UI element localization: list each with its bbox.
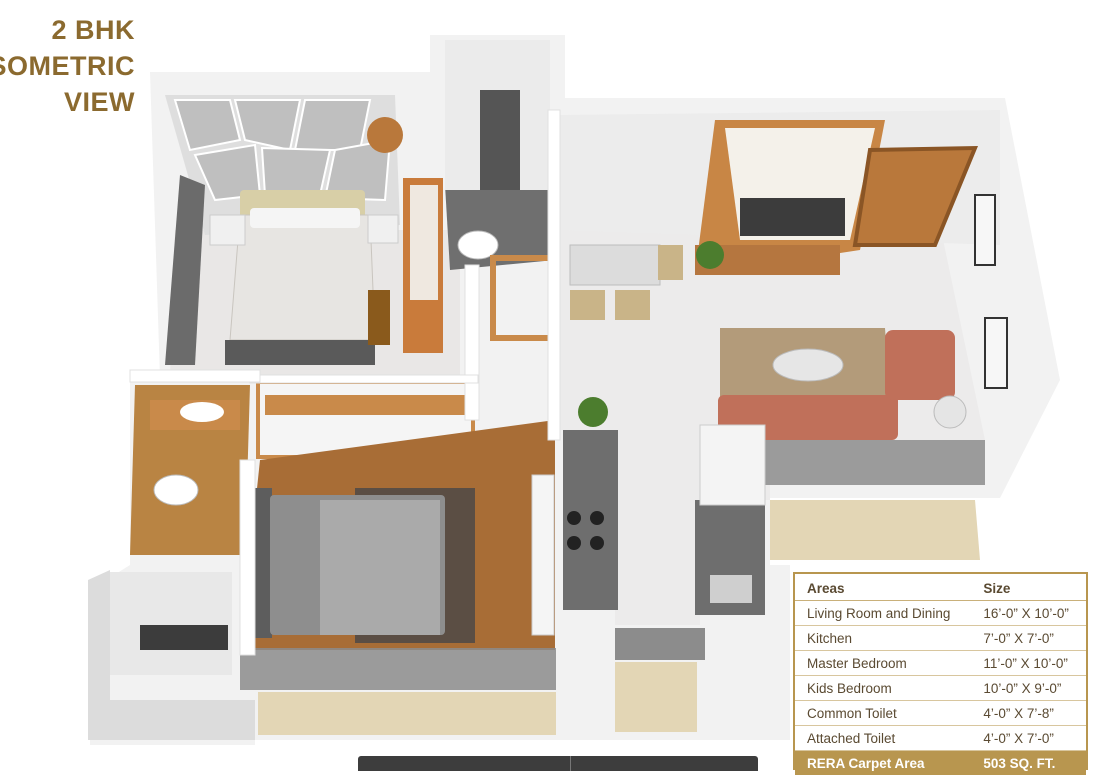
bottom-left-shaft <box>110 572 232 675</box>
rug-master <box>368 290 390 345</box>
wardrobe-interior <box>410 185 438 300</box>
kitchen-sink <box>710 575 752 603</box>
row-size: 4’-0” X 7’-0” <box>971 726 1086 751</box>
hob-burner-2 <box>590 511 604 525</box>
coffee-table <box>773 349 843 381</box>
row-area: Master Bedroom <box>795 651 971 676</box>
total-label: RERA Carpet Area <box>795 751 971 775</box>
living-balcony-railing <box>765 440 985 485</box>
shaft-opening <box>140 625 228 650</box>
utility-floor <box>615 662 697 732</box>
toilet-attached <box>458 231 498 259</box>
header-areas: Areas <box>795 574 971 601</box>
table-row: Living Room and Dining 16’-0” X 10’-0” <box>795 601 1086 626</box>
table-header-row: Areas Size <box>795 574 1086 601</box>
table-row: Kids Bedroom 10’-0” X 9’-0” <box>795 676 1086 701</box>
wall-art-circle <box>367 117 403 153</box>
table-row: Kitchen 7’-0” X 7’-0” <box>795 626 1086 651</box>
toilet-common <box>154 475 198 505</box>
side-table-living <box>934 396 966 428</box>
hob-burner-3 <box>567 536 581 550</box>
row-area: Living Room and Dining <box>795 601 971 626</box>
row-size: 11’-0” X 10’-0” <box>971 651 1086 676</box>
dining-table <box>570 245 660 285</box>
row-area: Common Toilet <box>795 701 971 726</box>
total-row: RERA Carpet Area 503 SQ. FT. <box>795 751 1086 775</box>
kids-balcony-railing <box>240 648 556 690</box>
shower-panel <box>480 90 520 190</box>
wall-frame-2 <box>985 318 1007 388</box>
master-bed <box>230 215 375 340</box>
area-size-table: Areas Size Living Room and Dining 16’-0”… <box>795 574 1086 775</box>
kids-bed-blanket <box>320 500 440 635</box>
wall-frame-1 <box>975 195 995 265</box>
master-bed-footboard <box>225 340 375 365</box>
table-row: Master Bedroom 11’-0” X 10’-0” <box>795 651 1086 676</box>
plant-living <box>696 241 724 269</box>
dining-chair-2 <box>615 290 650 320</box>
plant-kitchen <box>578 397 608 427</box>
row-size: 10’-0” X 9’-0” <box>971 676 1086 701</box>
row-size: 16’-0” X 10’-0” <box>971 601 1086 626</box>
row-area: Kitchen <box>795 626 971 651</box>
dining-chair-1 <box>570 290 605 320</box>
total-value: 503 SQ. FT. <box>971 751 1086 775</box>
row-size: 7’-0” X 7’-0” <box>971 626 1086 651</box>
kids-balcony-floor <box>258 692 556 735</box>
row-area: Kids Bedroom <box>795 676 971 701</box>
kids-desk <box>532 475 554 635</box>
living-balcony-floor <box>770 500 980 560</box>
wash-basin <box>180 402 224 422</box>
utility-railing <box>615 628 705 660</box>
hob-burner-1 <box>567 511 581 525</box>
side-table-right <box>368 215 398 243</box>
dining-chair-3 <box>658 245 683 280</box>
toolbar-divider <box>570 756 571 771</box>
kids-wardrobe-open <box>265 395 470 415</box>
table-row: Attached Toilet 4’-0” X 7’-0” <box>795 726 1086 751</box>
bottom-toolbar[interactable] <box>358 756 758 771</box>
area-table: Areas Size Living Room and Dining 16’-0”… <box>793 572 1088 770</box>
master-bed-pillows <box>250 208 360 228</box>
row-area: Attached Toilet <box>795 726 971 751</box>
side-table-left <box>210 215 245 245</box>
row-size: 4’-0” X 7’-8” <box>971 701 1086 726</box>
header-size: Size <box>971 574 1086 601</box>
kitchen-tall-unit <box>700 425 765 505</box>
table-row: Common Toilet 4’-0” X 7’-8” <box>795 701 1086 726</box>
tv-screen <box>740 198 845 236</box>
hob-burner-4 <box>590 536 604 550</box>
sofa-chair <box>885 330 955 400</box>
